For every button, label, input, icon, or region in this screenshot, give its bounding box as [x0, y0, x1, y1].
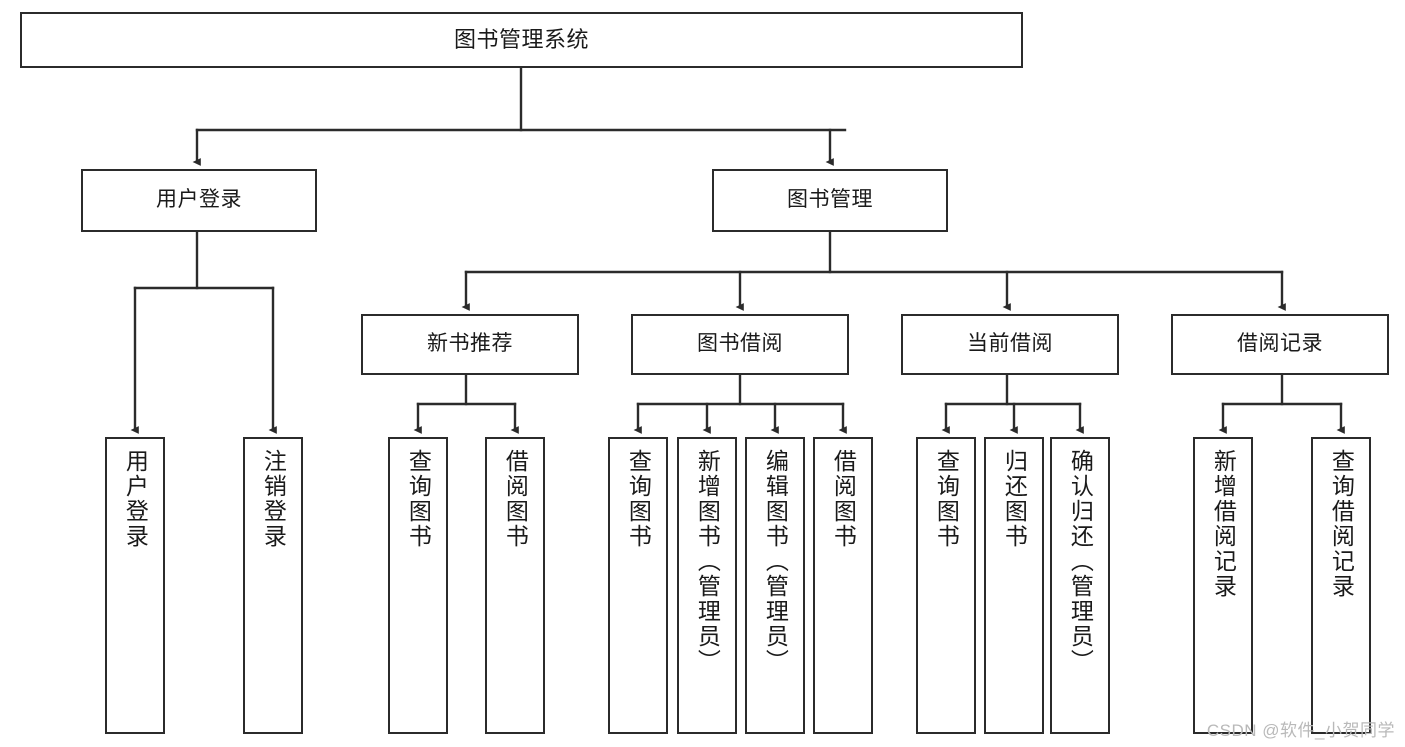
leaf-current-borrow-return-book[interactable]: 归还图书: [984, 437, 1044, 734]
node-label: 图书管理: [787, 188, 873, 212]
node-label: 新增图书（管理员）: [694, 449, 721, 674]
node-borrow-record[interactable]: 借阅记录: [1171, 314, 1389, 375]
node-label: 新增借阅记录: [1210, 449, 1237, 599]
leaf-book-borrow-edit-book-admin[interactable]: 编辑图书（管理员）: [745, 437, 805, 734]
leaf-new-book-query-book[interactable]: 查询图书: [388, 437, 448, 734]
node-label: 注销登录: [260, 449, 287, 549]
node-new-book-recommend[interactable]: 新书推荐: [361, 314, 579, 375]
node-label: 图书管理系统: [453, 27, 589, 53]
node-user-login[interactable]: 用户登录: [81, 169, 317, 232]
node-label: 图书借阅: [697, 332, 783, 356]
node-label: 借阅记录: [1237, 332, 1323, 356]
leaf-user-login-logout[interactable]: 注销登录: [243, 437, 303, 734]
node-current-borrow[interactable]: 当前借阅: [901, 314, 1119, 375]
node-label: 查询图书: [625, 449, 652, 549]
node-label: 用户登录: [156, 188, 242, 212]
node-root-book-management-system[interactable]: 图书管理系统: [20, 12, 1023, 68]
node-label: 借阅图书: [830, 449, 857, 549]
node-label: 查询图书: [933, 449, 960, 549]
node-label: 查询图书: [405, 449, 432, 549]
leaf-book-borrow-query-book[interactable]: 查询图书: [608, 437, 668, 734]
node-label: 编辑图书（管理员）: [762, 449, 789, 674]
leaf-user-login-login[interactable]: 用户登录: [105, 437, 165, 734]
leaf-book-borrow-add-book-admin[interactable]: 新增图书（管理员）: [677, 437, 737, 734]
leaf-borrow-record-add-record[interactable]: 新增借阅记录: [1193, 437, 1253, 734]
leaf-current-borrow-query-book[interactable]: 查询图书: [916, 437, 976, 734]
node-label: 归还图书: [1001, 449, 1028, 549]
node-label: 当前借阅: [967, 332, 1053, 356]
node-book-management[interactable]: 图书管理: [712, 169, 948, 232]
leaf-borrow-record-query-record[interactable]: 查询借阅记录: [1311, 437, 1371, 734]
node-label: 查询借阅记录: [1328, 449, 1355, 599]
node-label: 用户登录: [122, 449, 149, 549]
leaf-book-borrow-borrow-book[interactable]: 借阅图书: [813, 437, 873, 734]
csdn-watermark: CSDN @软件_小贺同学: [1206, 721, 1395, 740]
node-book-borrow[interactable]: 图书借阅: [631, 314, 849, 375]
leaf-new-book-borrow-book[interactable]: 借阅图书: [485, 437, 545, 734]
node-label: 借阅图书: [502, 449, 529, 549]
leaf-current-borrow-confirm-return-admin[interactable]: 确认归还（管理员）: [1050, 437, 1110, 734]
node-label: 确认归还（管理员）: [1067, 449, 1094, 674]
node-label: 新书推荐: [427, 332, 513, 356]
